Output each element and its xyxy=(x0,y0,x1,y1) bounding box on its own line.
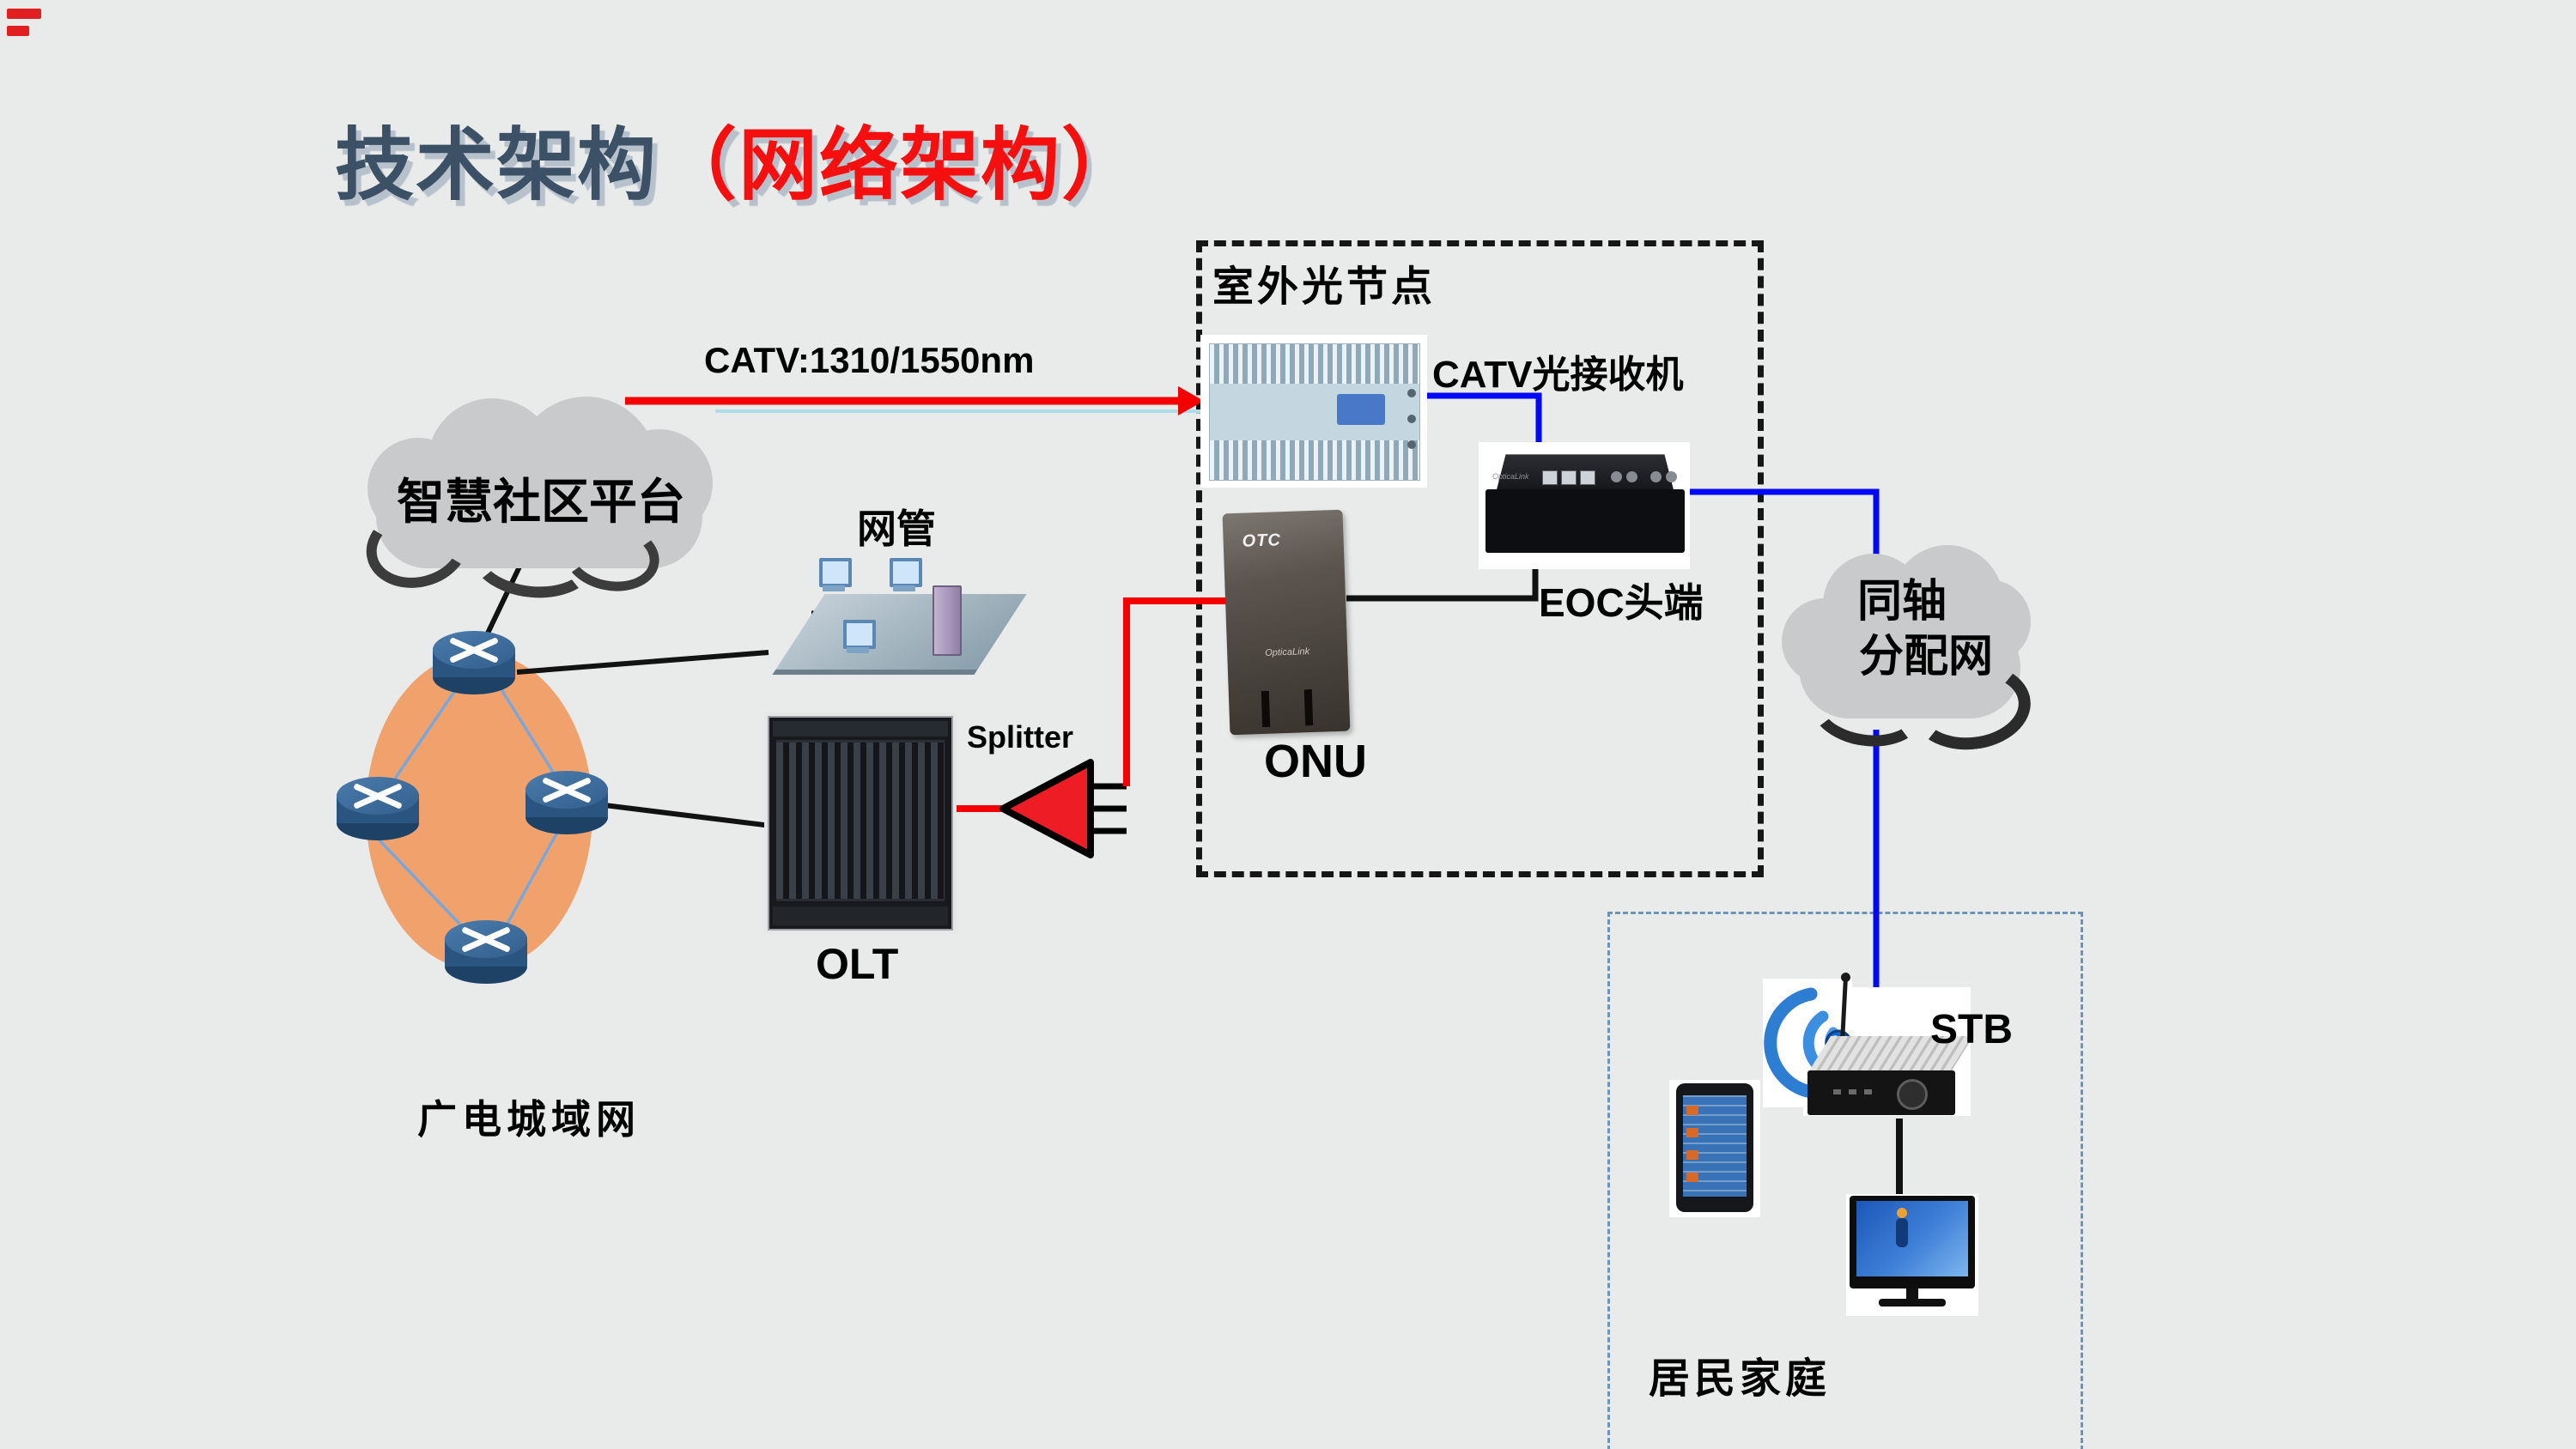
metro-network-label: 广电城域网 xyxy=(417,1097,641,1142)
splitter-icon xyxy=(999,759,1127,858)
eoc-headend-device: OpticaLink xyxy=(1485,448,1685,561)
corner-mark xyxy=(5,5,53,55)
home-box-label: 居民家庭 xyxy=(1649,1356,1832,1402)
nms-server-tower-icon xyxy=(933,585,962,656)
onu-label: ONU xyxy=(1264,736,1367,787)
catv-link-label: CATV:1310/1550nm xyxy=(704,340,1035,380)
nms-computer-icon xyxy=(888,558,922,592)
smartphone-icon xyxy=(1669,1080,1760,1217)
coax-distribution-cloud xyxy=(1782,545,2035,756)
tv-icon xyxy=(1846,1194,1978,1316)
eoc-brand-text: OpticaLink xyxy=(1492,472,1529,481)
router-to-nms-link xyxy=(516,650,769,675)
nms-label: 网管 xyxy=(857,506,936,551)
nms-computer-icon xyxy=(841,620,876,654)
splitter-to-onu-link xyxy=(1123,597,1236,786)
coax-cloud-label-line2: 分配网 xyxy=(1858,632,1993,682)
title-red-part: （网络架构） xyxy=(658,122,1143,209)
router-icon-top xyxy=(433,631,515,694)
outdoor-optical-node-box xyxy=(1196,240,1764,877)
resident-home-box xyxy=(1607,912,2083,1449)
splitter-label: Splitter xyxy=(967,719,1074,755)
router-icon-left xyxy=(337,777,419,840)
olt-label: OLT xyxy=(816,940,899,988)
onu-device: OTC OpticaLink xyxy=(1222,509,1351,736)
catv-red-arrowhead xyxy=(1178,386,1204,415)
eoc-headend-label: EOC头端 xyxy=(1539,580,1704,625)
outdoor-node-label: 室外光节点 xyxy=(1212,264,1437,310)
catv-receiver-device xyxy=(1209,343,1420,481)
router-to-olt-link xyxy=(604,803,772,828)
onu-model-text: OpticaLink xyxy=(1265,646,1310,658)
cloud-to-router-link xyxy=(481,561,524,644)
smart-community-cloud-label: 智慧社区平台 xyxy=(397,475,685,529)
onu-brand-text: OTC xyxy=(1242,530,1282,551)
catv-receiver-label: CATV光接收机 xyxy=(1432,354,1684,396)
coax-cloud-label-line1: 同轴 xyxy=(1856,577,1947,627)
eoc-to-coax-link xyxy=(1679,488,1880,562)
smart-community-cloud xyxy=(357,397,717,604)
stb-device xyxy=(1807,979,1974,1120)
onu-to-eoc-link xyxy=(1346,558,1539,602)
title-dark-part: 技术架构 xyxy=(335,122,659,209)
olt-chassis xyxy=(764,712,957,934)
router-icon-bottom xyxy=(445,920,527,984)
page-title: 技术架构（网络架构） xyxy=(335,101,1142,215)
stb-label: STB xyxy=(1930,1007,2013,1052)
nms-computer-icon xyxy=(817,558,852,592)
black-links xyxy=(481,561,772,828)
router-icon-right xyxy=(526,771,608,834)
